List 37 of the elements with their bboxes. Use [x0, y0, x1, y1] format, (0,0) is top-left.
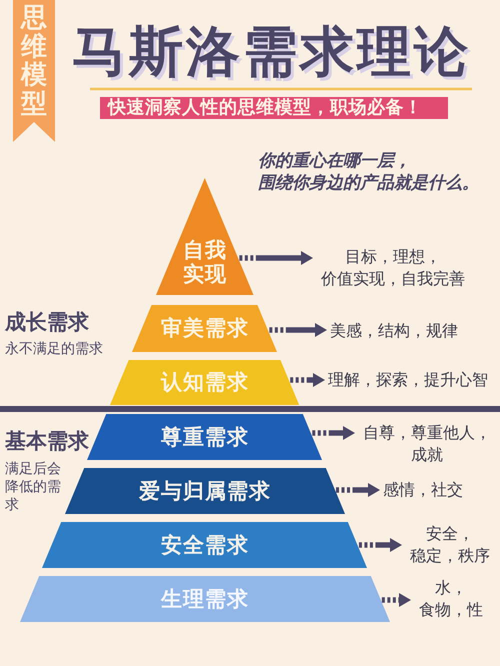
arrow [269, 323, 327, 337]
pyramid-tier [87, 414, 322, 460]
pyramid-tier [110, 360, 300, 405]
tier-label: 审美需求 [160, 316, 249, 341]
note-text: 你的重心在哪一层，围绕你身边的产品就是什么。 [258, 150, 480, 194]
group-heading: 成长需求 [5, 309, 89, 336]
ribbon-label: 思维模型 [21, 4, 47, 118]
arrow [382, 593, 411, 607]
pyramid-tier [156, 178, 254, 295]
arrow [312, 426, 355, 440]
examples-text: 自尊，尊重他人，成就 [358, 422, 496, 466]
subtitle-text: 快速洞察人性的思维模型，职场必备！ [108, 97, 422, 119]
tier-label: 生理需求 [160, 586, 249, 612]
bookmark-ribbon [13, 0, 55, 142]
arrow [239, 251, 313, 265]
pyramid-tier [132, 305, 278, 352]
tier-label: 认知需求 [160, 370, 249, 395]
group-heading: 基本需求 [5, 428, 89, 455]
examples-text: 水，食物，性 [414, 577, 488, 620]
title: 马斯洛需求理论 [72, 20, 471, 84]
group-description: 永不满足的需求 [5, 340, 103, 358]
tier-label: 爱与归属需求 [138, 478, 271, 504]
group-description: 满足后会降低的需求 [5, 460, 62, 515]
arrow [336, 483, 380, 497]
arrow [358, 538, 402, 552]
tier-label: 自我实现 [182, 238, 228, 286]
tier-label: 尊重需求 [160, 424, 249, 450]
arrow [290, 373, 325, 387]
pyramid-tier [20, 576, 390, 622]
examples-text: 理解，探索，提升心智 [328, 369, 488, 391]
pyramid-tier [64, 468, 345, 514]
pyramid-tier [42, 522, 368, 568]
examples-text: 安全，稳定，秩序 [405, 523, 495, 566]
examples-text: 目标，理想，价值实现，自我完善 [316, 246, 470, 290]
examples-text: 美感，结构，规律 [330, 320, 458, 342]
examples-text: 感情，社交 [383, 479, 463, 501]
tier-label: 安全需求 [160, 532, 249, 558]
